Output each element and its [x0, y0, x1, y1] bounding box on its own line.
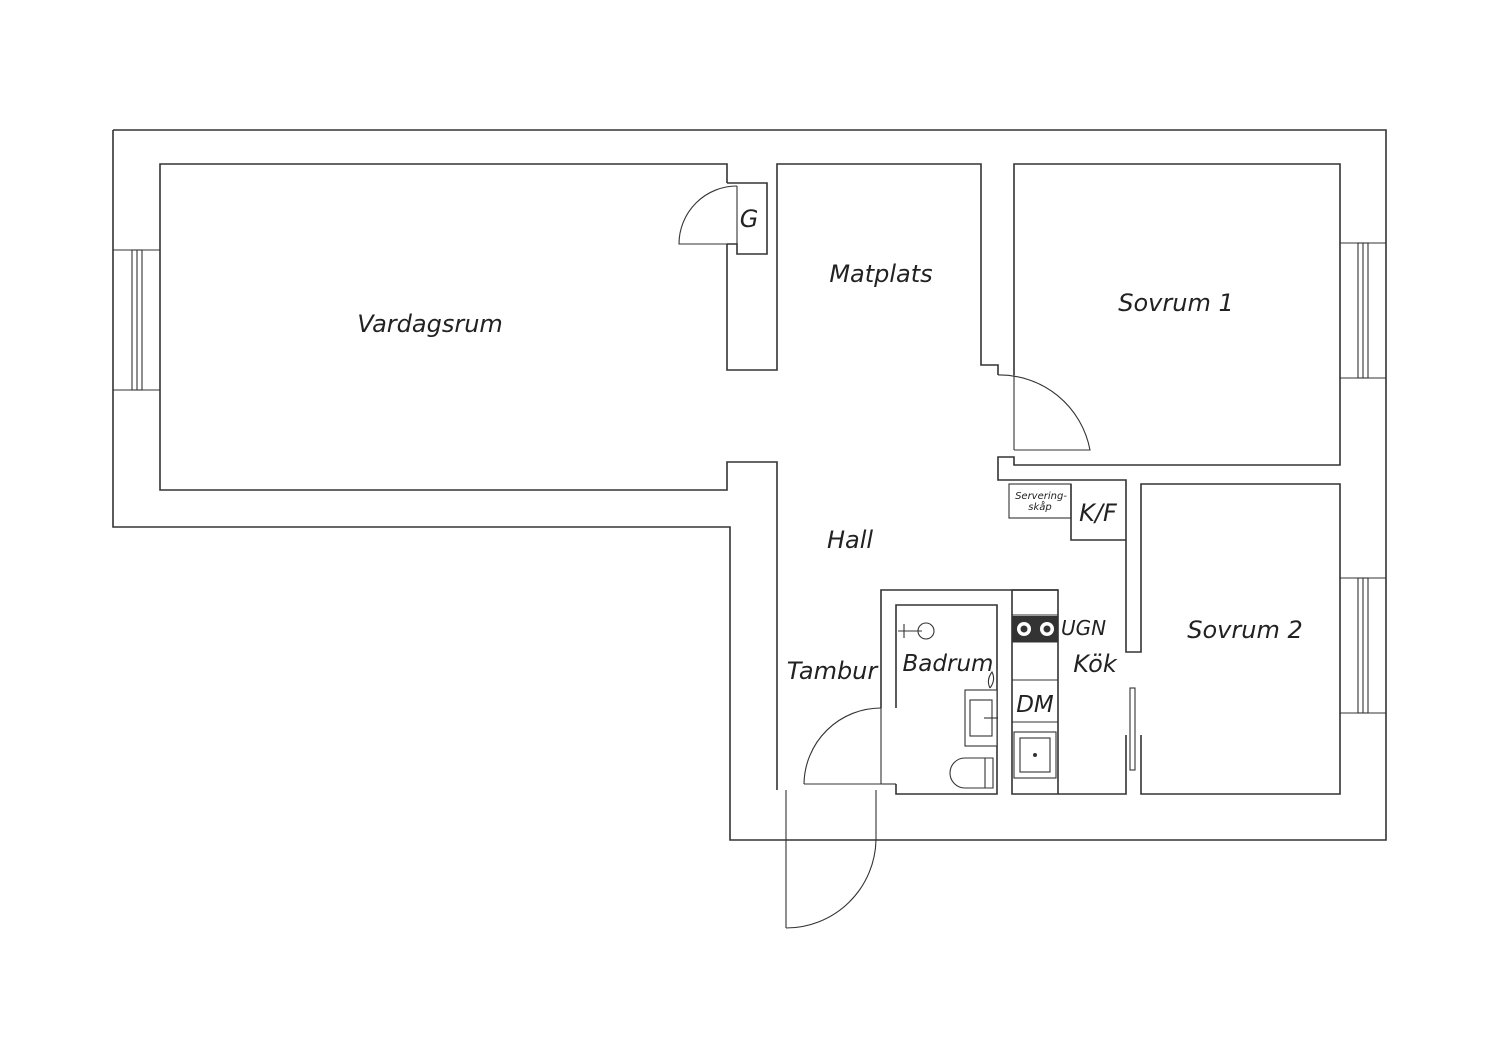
room-label-vardagsrum: Vardagsrum	[357, 310, 503, 338]
room-label-hall: Hall	[827, 526, 873, 554]
room-label-badrum: Badrum	[903, 651, 994, 677]
serving-cabinet	[1008, 483, 1072, 519]
label-servering-line2: skåp	[1028, 500, 1051, 513]
room-label-matplats: Matplats	[829, 260, 932, 288]
kitchen-sink	[1013, 731, 1057, 779]
door-entrance	[785, 790, 877, 929]
fridge-freezer	[1070, 484, 1126, 541]
closet-g	[678, 182, 768, 255]
toilet	[949, 757, 994, 789]
room-label-sovrum-2: Sovrum 2	[1187, 616, 1302, 644]
room-label-kok: Kök	[1073, 650, 1118, 678]
door-bedroom-1	[997, 374, 1091, 451]
outer-walls	[112, 129, 1387, 841]
room-label-tambur: Tambur	[787, 657, 880, 685]
door-bedroom-2	[1129, 687, 1136, 771]
label-dm: DM	[1016, 692, 1054, 718]
stove	[1012, 616, 1058, 642]
bedroom-1	[997, 163, 1386, 795]
shower	[898, 622, 935, 640]
label-closet-g: G	[740, 205, 759, 233]
bathroom-sink	[964, 670, 998, 747]
label-servering-line1: Servering-	[1015, 491, 1067, 502]
window-living-room	[131, 249, 143, 391]
door-bathroom	[803, 707, 882, 785]
room-label-sovrum-1: Sovrum 1	[1118, 289, 1233, 317]
label-ugn: UGN	[1061, 616, 1106, 640]
living-room	[113, 163, 999, 790]
window-bedroom-2	[1340, 577, 1386, 714]
label-kf: K/F	[1079, 499, 1118, 527]
